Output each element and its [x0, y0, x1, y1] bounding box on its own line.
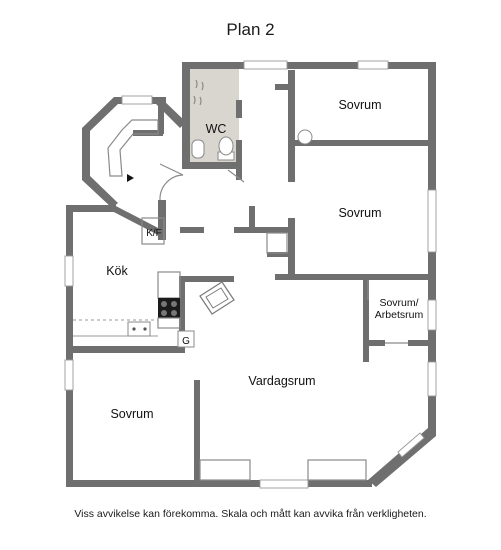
bench-unit	[199, 459, 251, 481]
closet-box	[141, 217, 165, 245]
window	[427, 299, 437, 331]
window	[64, 255, 74, 287]
wc-fixtures	[191, 79, 235, 161]
room-label-closet: K/F	[146, 228, 162, 239]
wardrobe-box	[266, 232, 288, 254]
toilet-bowl-icon	[218, 136, 234, 156]
room-label-wc: WC	[206, 122, 227, 136]
bay-platform	[107, 119, 159, 182]
interior-walls	[66, 70, 429, 483]
window	[121, 95, 153, 105]
wash-basin-icon	[191, 139, 205, 159]
sink-icon	[297, 129, 313, 145]
room-label-bedroom-office-2: Arbetsrum	[375, 309, 424, 321]
window	[243, 60, 288, 70]
doors	[159, 163, 408, 344]
window	[397, 432, 425, 458]
fireplace-icon	[199, 281, 235, 315]
window	[357, 60, 389, 70]
bench-unit	[307, 459, 367, 481]
door	[227, 169, 245, 183]
room-label-bedroom-top: Sovrum	[338, 98, 381, 112]
g-marker-label: G	[182, 336, 190, 347]
window	[259, 479, 309, 489]
disclaimer: Viss avvikelse kan förekomma. Skala och …	[74, 508, 427, 520]
room-label-bedroom-middle: Sovrum	[338, 206, 381, 220]
room-label-kitchen: Kök	[106, 264, 128, 278]
room-label-bedroom-bottom: Sovrum	[110, 407, 153, 421]
g-marker-box	[177, 330, 195, 348]
stove-icon	[158, 298, 180, 318]
room-label-living-room: Vardagsrum	[248, 374, 315, 388]
windows	[64, 60, 437, 489]
kitchen-fixtures	[73, 271, 195, 348]
kitchen-sink-icon	[127, 321, 151, 337]
window	[427, 361, 437, 397]
window	[64, 359, 74, 391]
room-label-bedroom-office-1: Sovrum/	[379, 297, 418, 309]
door	[159, 163, 184, 201]
plan-title: Plan 2	[226, 20, 275, 39]
window	[427, 189, 437, 253]
